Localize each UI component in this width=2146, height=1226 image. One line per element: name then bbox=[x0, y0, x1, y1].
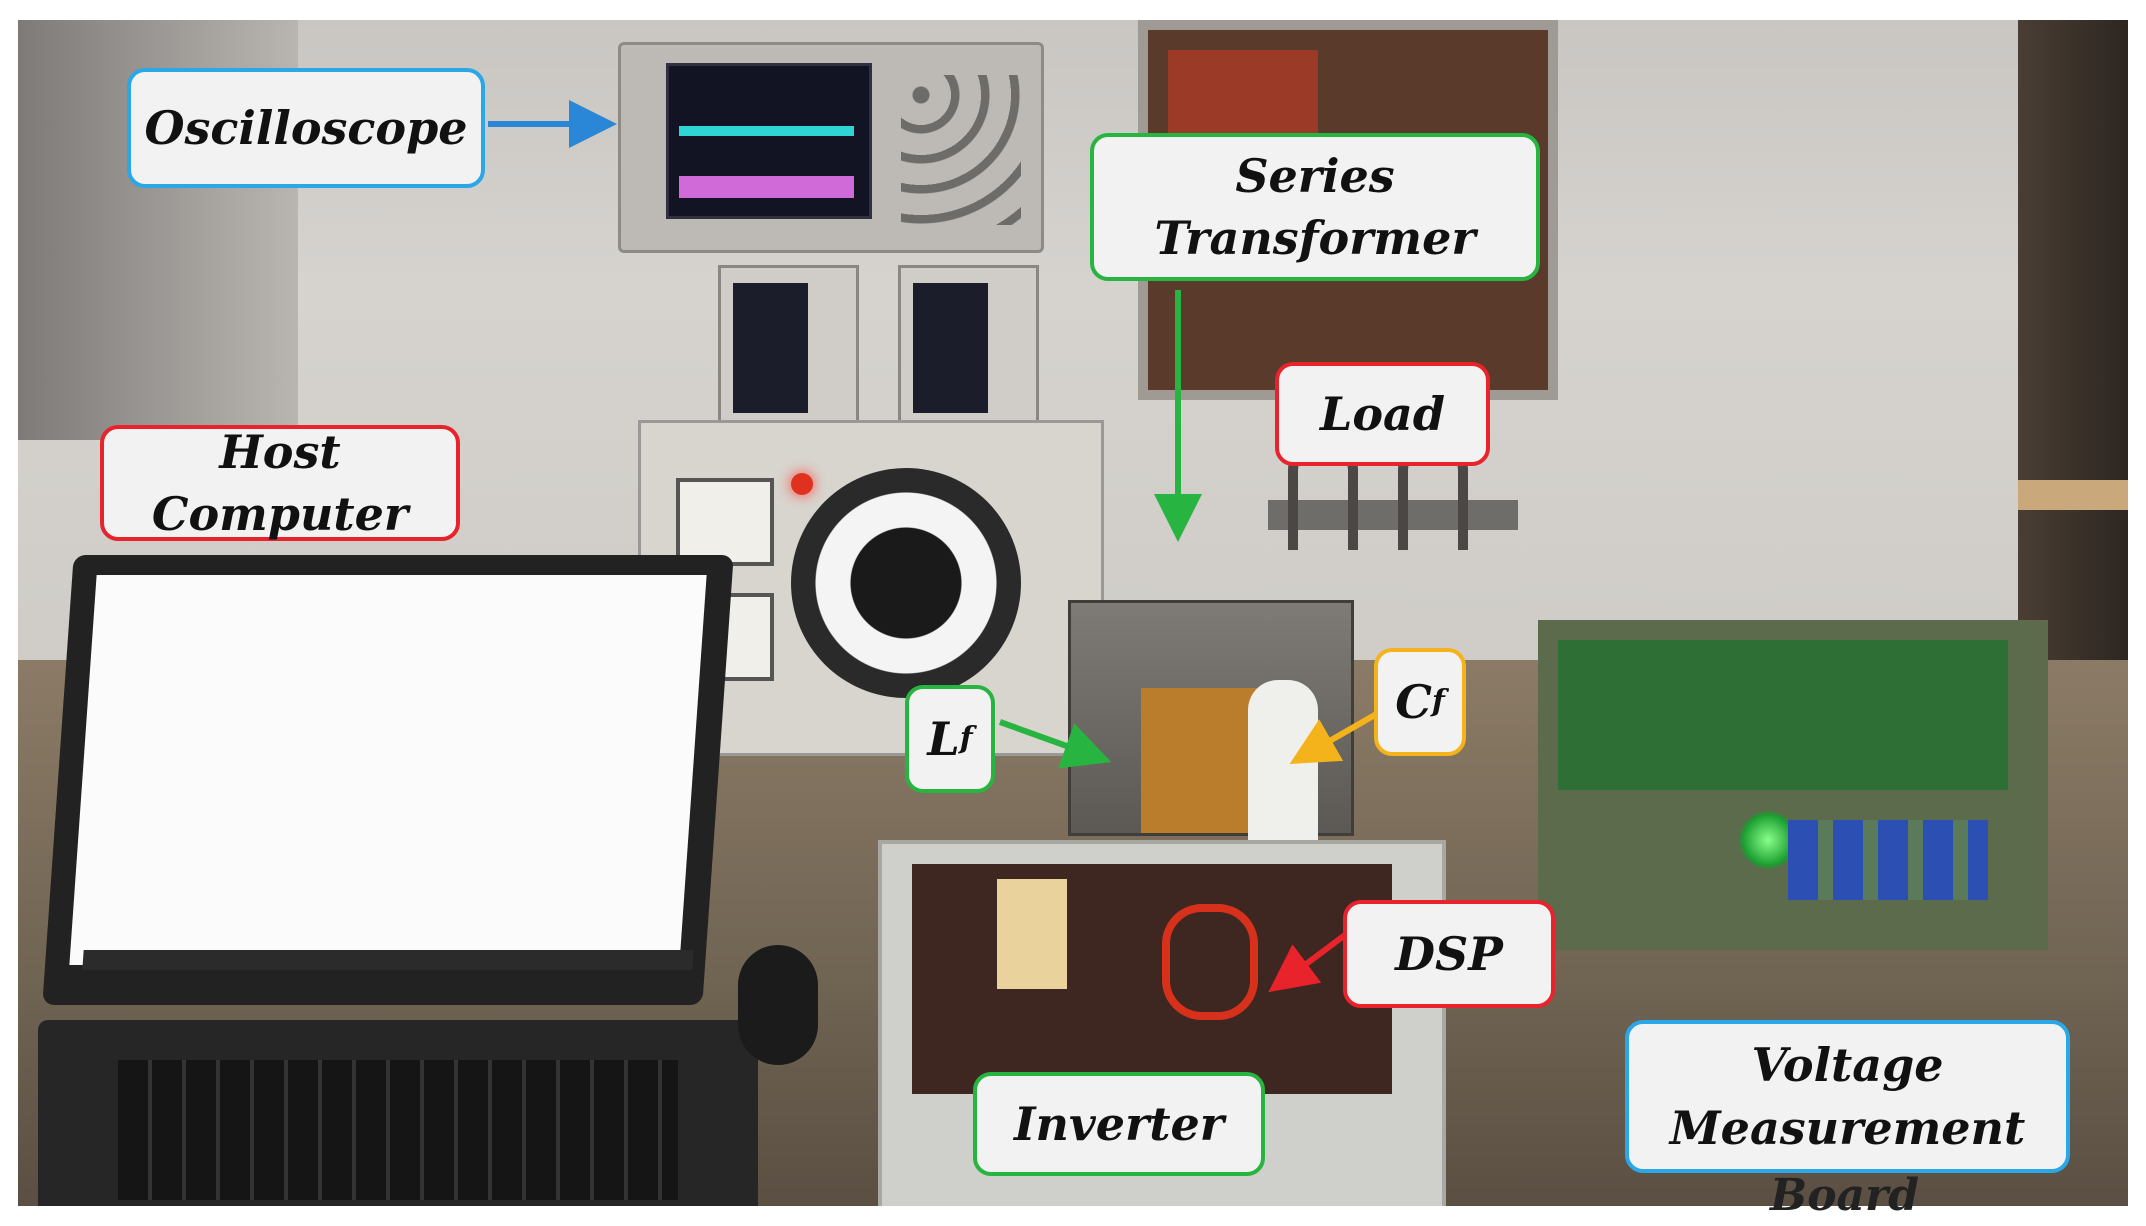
laptop-keyboard bbox=[118, 1060, 678, 1200]
inverter-label: Inverter bbox=[973, 1072, 1265, 1176]
host-computer-label: Host Computer bbox=[100, 425, 460, 541]
voltage-measurement-board-overflow-text: Board bbox=[1770, 1170, 1919, 1221]
oscilloscope-controls bbox=[901, 75, 1021, 225]
voltmeter-left bbox=[718, 265, 859, 446]
analog-gauge-top bbox=[676, 478, 774, 566]
inverter-box bbox=[878, 840, 1446, 1206]
oscilloscope-device bbox=[618, 42, 1044, 253]
laptop-taskbar bbox=[82, 950, 694, 970]
variac-dial bbox=[791, 468, 1021, 698]
oscilloscope-label: Oscilloscope bbox=[127, 68, 485, 188]
filter-capacitor bbox=[1248, 680, 1318, 850]
laptop-screen bbox=[69, 575, 707, 965]
indicator-lamp bbox=[791, 473, 813, 495]
lab-photo bbox=[18, 20, 2128, 1206]
voltage-measurement-board-label: Voltage Measurement bbox=[1625, 1020, 2070, 1173]
laptop bbox=[38, 540, 758, 1206]
series-transformer-label: Series Transformer bbox=[1090, 133, 1540, 281]
voltmeter-right bbox=[898, 265, 1039, 446]
dsp-label: DSP bbox=[1343, 900, 1555, 1008]
voltage-measurement-board-device bbox=[1538, 620, 2048, 950]
oscilloscope-screen bbox=[666, 63, 872, 219]
mouse bbox=[738, 945, 818, 1065]
load-label: Load bbox=[1275, 362, 1490, 466]
